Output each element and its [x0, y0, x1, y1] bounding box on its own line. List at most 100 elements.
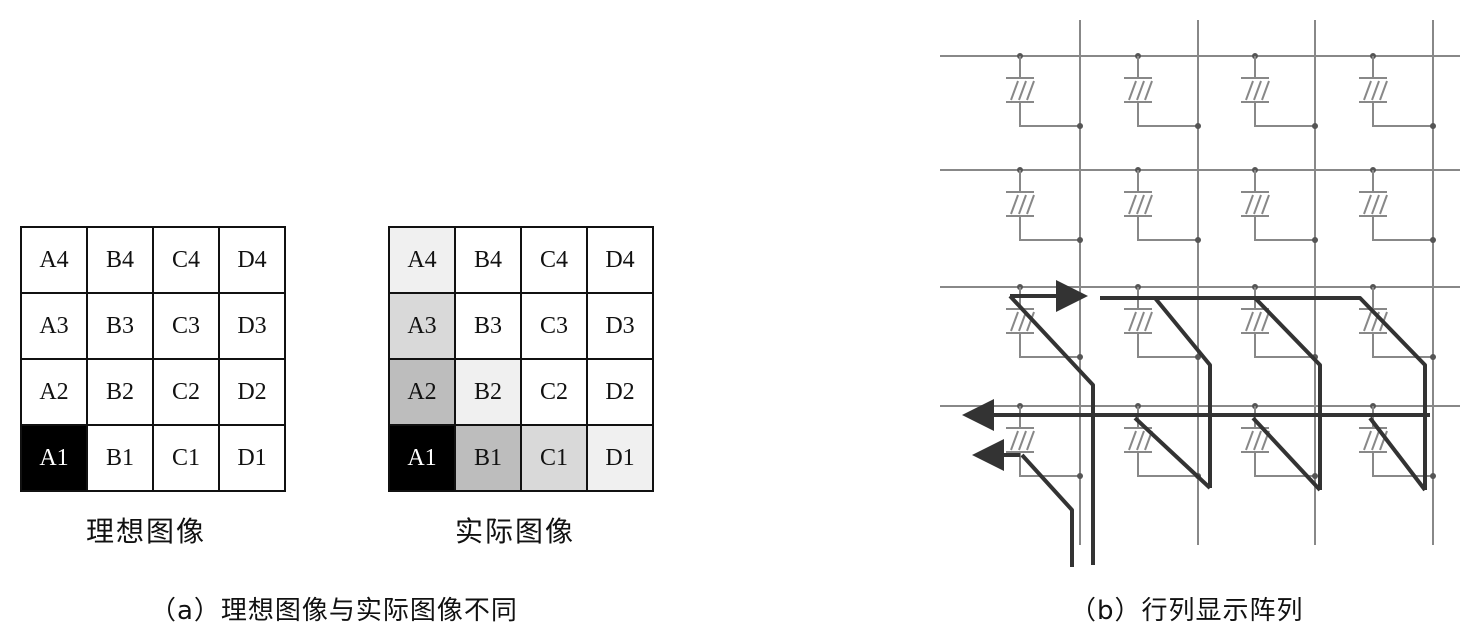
array-cells	[1006, 53, 1436, 479]
grid-cell-d3: D3	[586, 292, 654, 360]
grid-cell-a2: A2	[388, 358, 456, 426]
cell-wire	[1372, 102, 1433, 127]
hatch-mark	[1253, 430, 1262, 451]
grid-cell-d2: D2	[586, 358, 654, 426]
grid-cell-c4: C4	[520, 226, 588, 294]
junction-dot	[1312, 237, 1318, 243]
junction-dot	[1430, 354, 1436, 360]
cell-wire	[1137, 333, 1198, 358]
hatch-mark	[1026, 80, 1035, 101]
current-paths	[962, 280, 1430, 567]
junction-dot	[1430, 237, 1436, 243]
hatch-mark	[1379, 430, 1388, 451]
pixel-cell	[1241, 53, 1318, 129]
pixel-cell	[1124, 284, 1201, 360]
cell-wire	[1137, 452, 1198, 477]
grid-cell-b4: B4	[86, 226, 154, 294]
hatch-mark	[1128, 311, 1137, 332]
caption-b: （b）行列显示阵列	[1070, 596, 1304, 626]
hatch-mark	[1261, 311, 1270, 332]
hatch-mark	[1128, 194, 1137, 215]
hatch-mark	[1363, 80, 1372, 101]
ideal-image-label: 理想图像	[86, 515, 207, 548]
hatch-mark	[1136, 194, 1145, 215]
pixel-cell	[1241, 167, 1318, 243]
grid-cell-a1: A1	[388, 424, 456, 492]
grid-cell-b1: B1	[454, 424, 522, 492]
hatch-mark	[1144, 194, 1153, 215]
array-grid-lines	[940, 20, 1460, 545]
grid-cell-c3: C3	[152, 292, 220, 360]
pixel-cell	[1359, 284, 1436, 360]
hatch-mark	[1128, 80, 1137, 101]
grid-cell-a4: A4	[388, 226, 456, 294]
hatch-mark	[1010, 194, 1019, 215]
pixel-cell	[1124, 167, 1201, 243]
current-path	[1253, 296, 1322, 490]
pixel-cell	[1359, 53, 1436, 129]
cell-wire	[1372, 216, 1433, 241]
pixel-cell	[1241, 403, 1318, 479]
grid-cell-b3: B3	[454, 292, 522, 360]
hatch-mark	[1018, 430, 1027, 451]
cell-wire	[1137, 102, 1198, 127]
hatch-mark	[1018, 311, 1027, 332]
hatch-mark	[1261, 80, 1270, 101]
hatch-mark	[1363, 430, 1372, 451]
cell-wire	[1019, 216, 1080, 241]
hatch-mark	[1379, 194, 1388, 215]
hatch-mark	[1371, 430, 1380, 451]
actual-image-label: 实际图像	[455, 515, 576, 548]
grid-cell-a2: A2	[20, 358, 88, 426]
junction-dot	[1077, 354, 1083, 360]
junction-dot	[1195, 354, 1201, 360]
current-path	[1251, 416, 1322, 492]
hatch-mark	[1136, 430, 1145, 451]
grid-cell-d4: D4	[218, 226, 286, 294]
cell-wire	[1254, 333, 1315, 358]
hatch-mark	[1363, 194, 1372, 215]
junction-dot	[1430, 473, 1436, 479]
grid-cell-d1: D1	[586, 424, 654, 492]
hatch-mark	[1128, 430, 1137, 451]
hatch-mark	[1010, 311, 1019, 332]
current-path	[1100, 296, 1427, 490]
hatch-mark	[1144, 80, 1153, 101]
hatch-mark	[1253, 194, 1262, 215]
hatch-mark	[1136, 311, 1145, 332]
current-path	[1133, 416, 1212, 490]
hatch-mark	[1144, 311, 1153, 332]
hatch-mark	[1371, 194, 1380, 215]
grid-cell-b2: B2	[454, 358, 522, 426]
grid-cell-c2: C2	[152, 358, 220, 426]
grid-cell-b3: B3	[86, 292, 154, 360]
junction-dot	[1195, 123, 1201, 129]
grid-cell-d1: D1	[218, 424, 286, 492]
hatch-mark	[1026, 311, 1035, 332]
grid-cell-a1: A1	[20, 424, 88, 492]
hatch-mark	[1026, 194, 1035, 215]
cell-wire	[1137, 216, 1198, 241]
hatch-mark	[1245, 80, 1254, 101]
hatch-mark	[1010, 430, 1019, 451]
pixel-cell	[1006, 403, 1083, 479]
junction-dot	[1312, 123, 1318, 129]
hatch-mark	[1245, 311, 1254, 332]
cell-wire	[1019, 452, 1080, 477]
junction-dot	[1077, 123, 1083, 129]
grid-cell-d3: D3	[218, 292, 286, 360]
hatch-mark	[1010, 80, 1019, 101]
grid-cell-a3: A3	[388, 292, 456, 360]
current-path	[1153, 296, 1212, 488]
hatch-mark	[1253, 80, 1262, 101]
hatch-mark	[1379, 80, 1388, 101]
current-path	[1020, 453, 1074, 567]
